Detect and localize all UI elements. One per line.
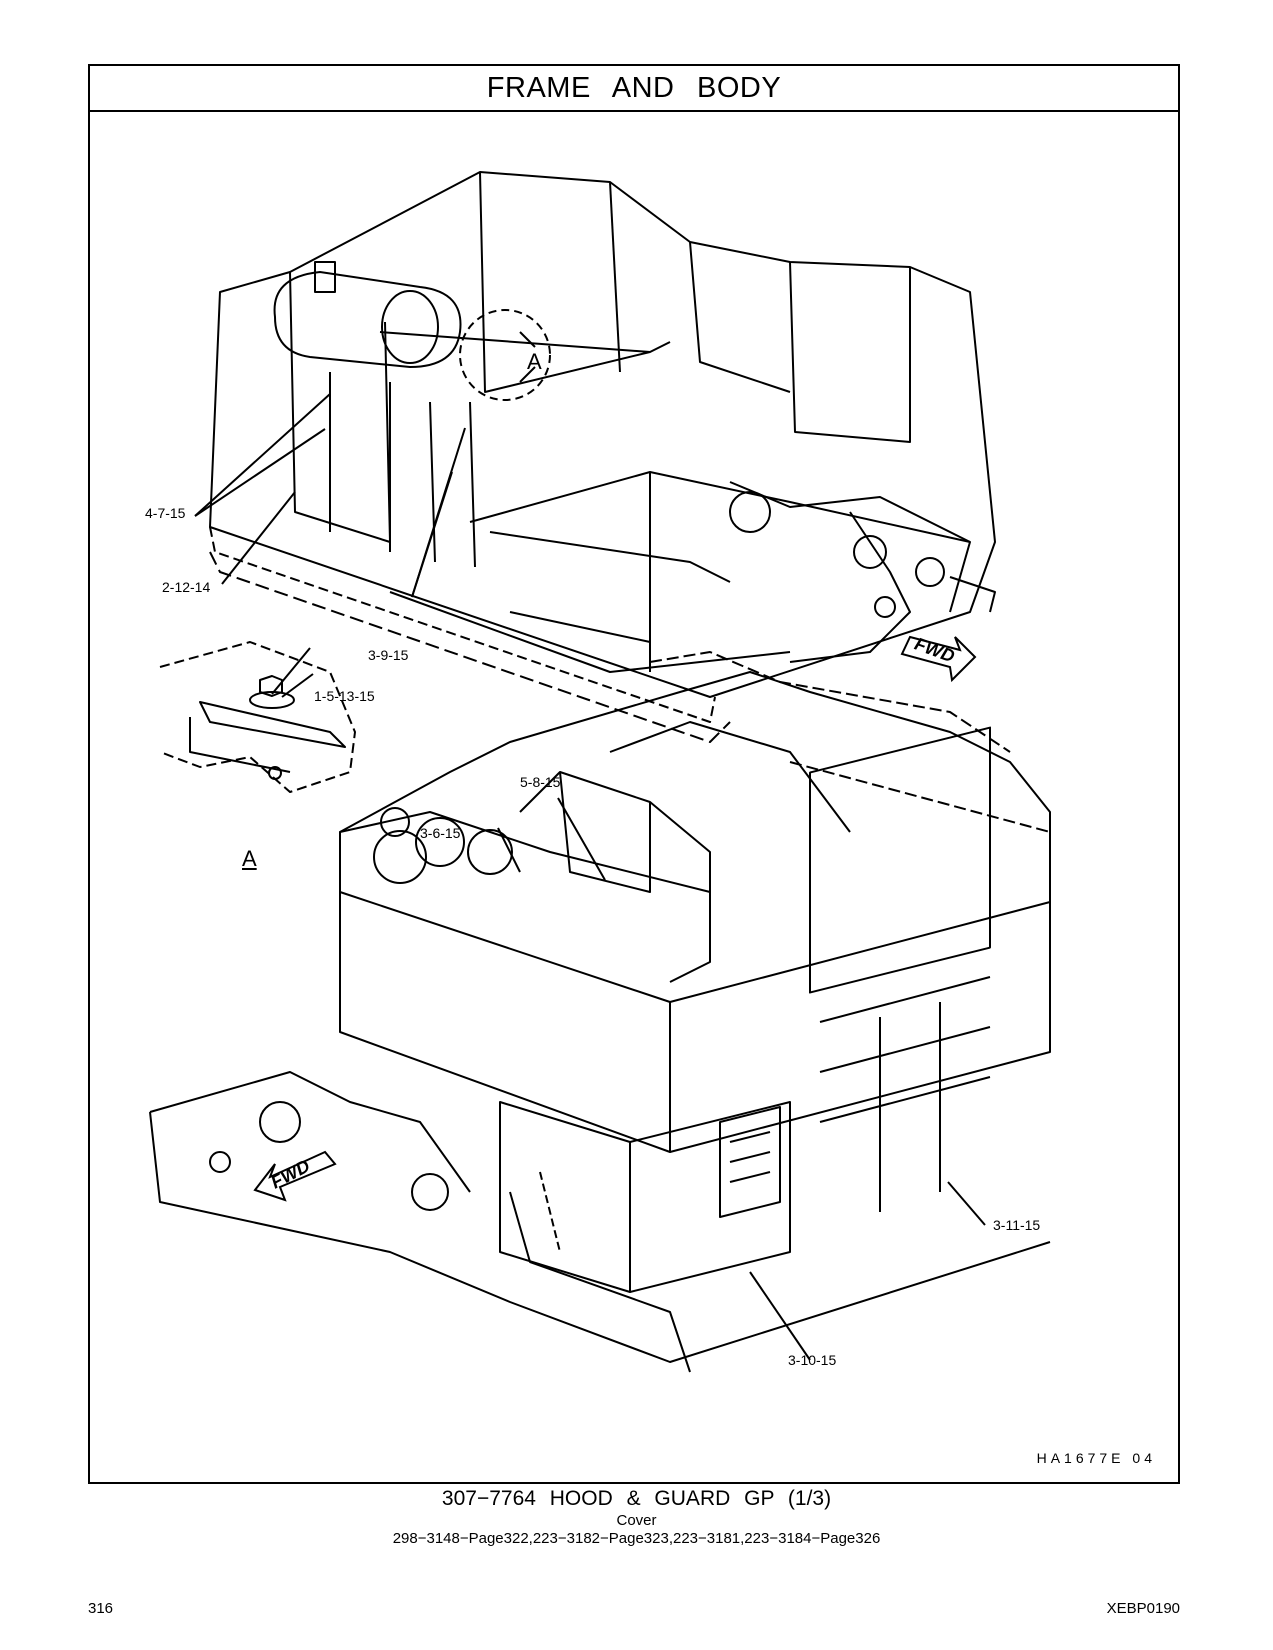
detail-view-a xyxy=(159,641,356,793)
callout-4-7-15: 4-7-15 xyxy=(145,505,186,521)
diagram-frame: FRAME AND BODY xyxy=(88,64,1180,1484)
caption-title: 307−7764 HOOD & GUARD GP (1/3) xyxy=(441,1487,832,1510)
drawing-id: HA1677E 04 xyxy=(1036,1450,1156,1466)
callout-5-8-15: 5-8-15 xyxy=(520,774,561,790)
document-code: XEBP0190 xyxy=(1106,1600,1180,1617)
lower-hood-assembly xyxy=(149,651,1051,1373)
upper-frame-assembly xyxy=(209,171,996,743)
caption-subtitle: Cover xyxy=(616,1512,657,1529)
line-art xyxy=(149,171,1051,1373)
exploded-view-drawing: 4-7-15 2-12-14 3-9-15 A 1-5-13-15 A 5-8-… xyxy=(90,112,1178,1482)
detail-a-label: A xyxy=(242,846,257,871)
fwd-arrow-lower xyxy=(253,1150,337,1202)
caption-references: 298−3148−Page322,223−3182−Page323,223−31… xyxy=(392,1530,881,1547)
diagram-title: FRAME AND BODY xyxy=(90,66,1178,112)
callout-3-9-15: 3-9-15 xyxy=(368,647,409,663)
page-number: 316 xyxy=(88,1600,114,1617)
callout-1-5-13-15: 1-5-13-15 xyxy=(314,688,375,704)
callout-2-12-14: 2-12-14 xyxy=(162,579,211,595)
callout-3-11-15: 3-11-15 xyxy=(993,1217,1041,1233)
callout-3-6-15: 3-6-15 xyxy=(420,825,461,841)
fwd-arrow-upper xyxy=(900,635,977,683)
callout-3-10-15: 3-10-15 xyxy=(788,1352,837,1368)
callout-view-a: A xyxy=(527,349,542,374)
fwd-arrows xyxy=(253,635,977,1202)
